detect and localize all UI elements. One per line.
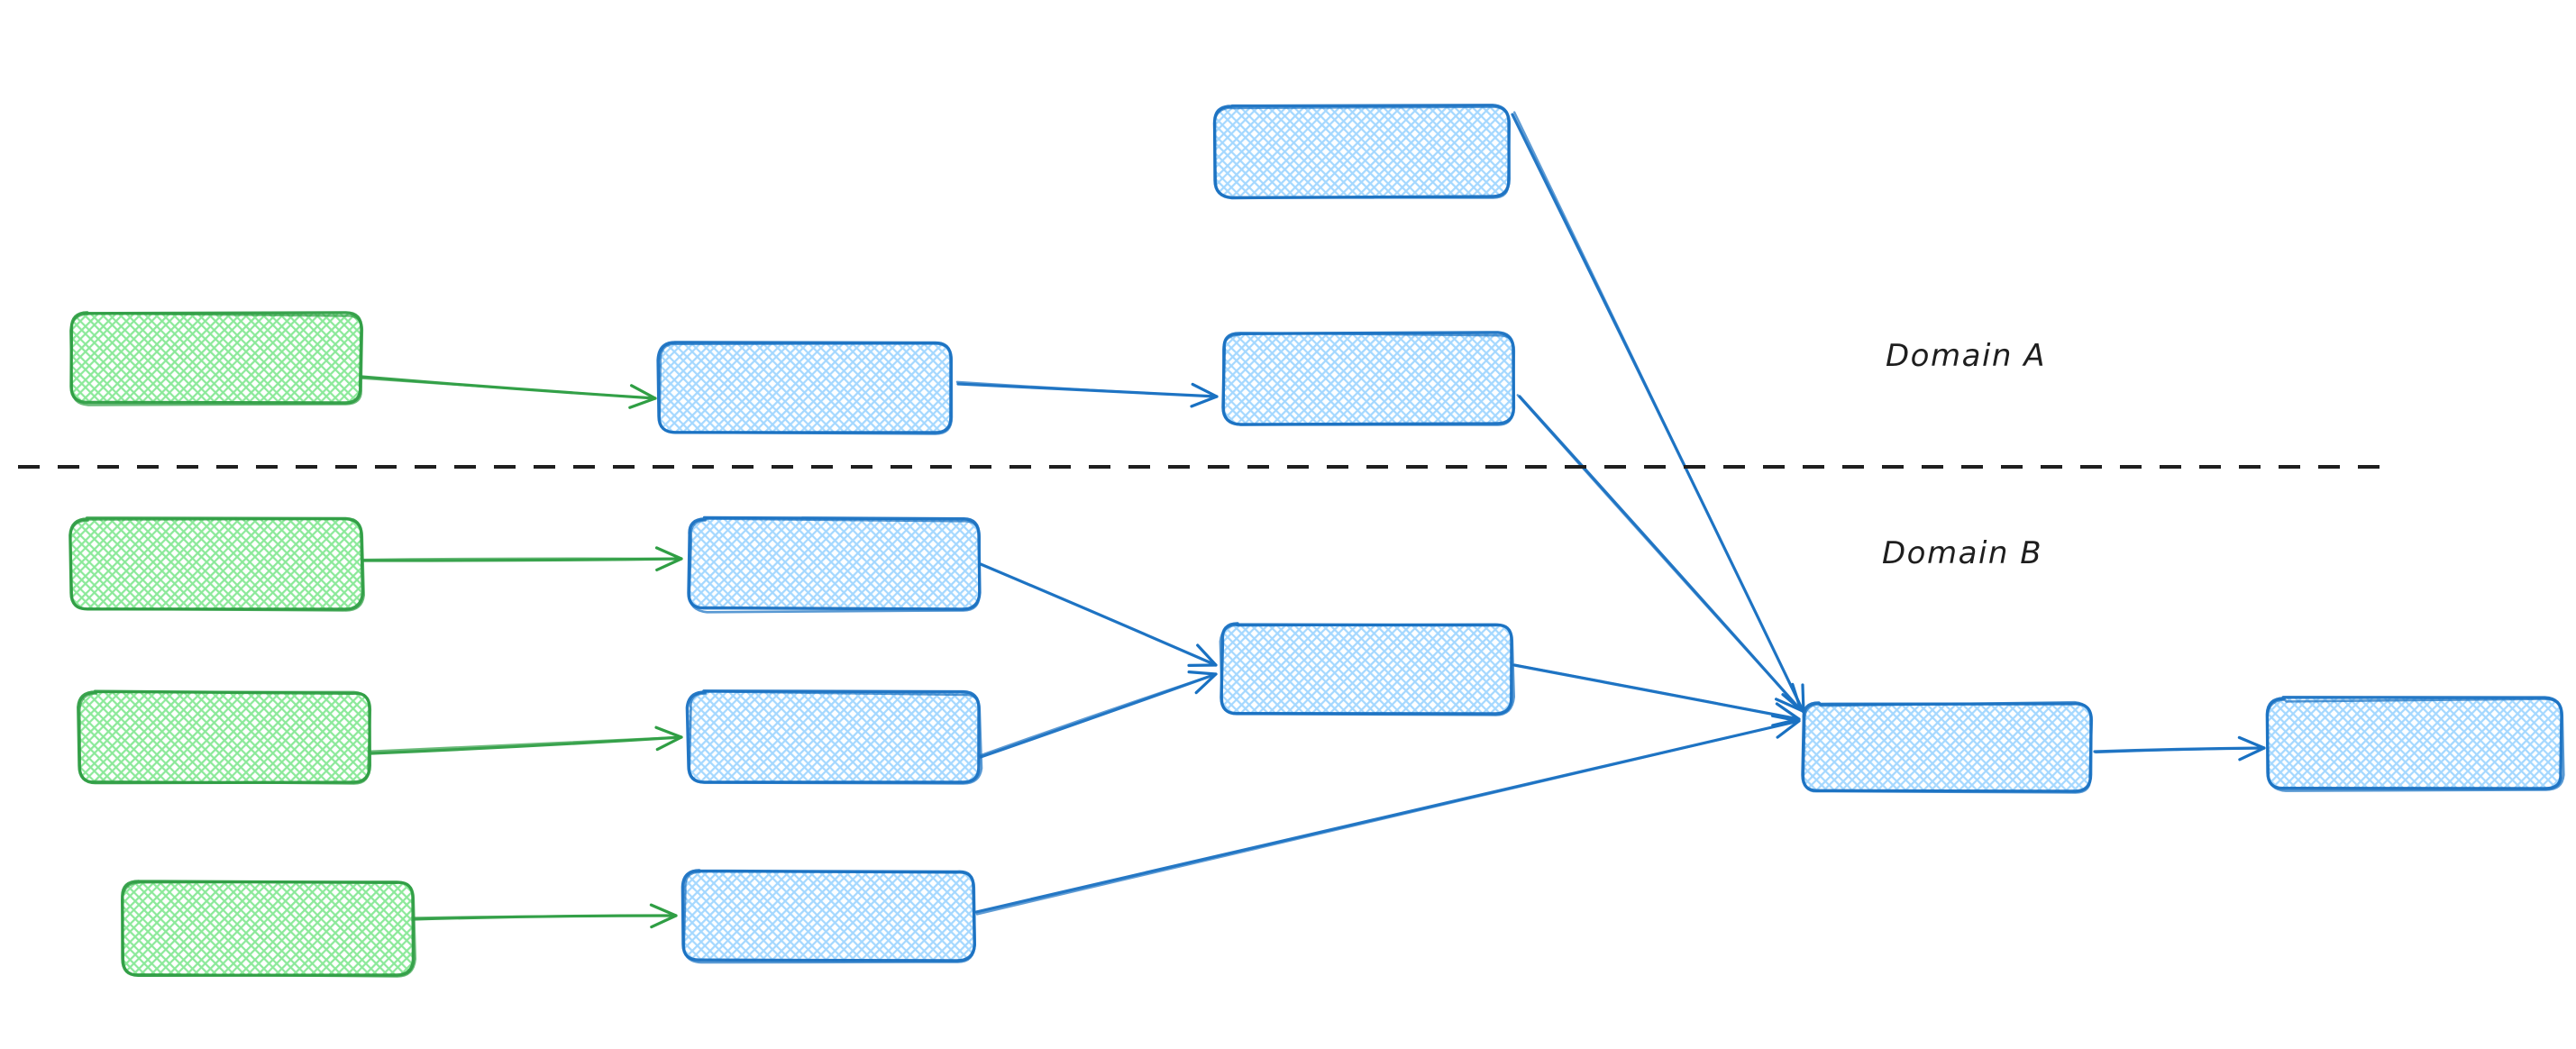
edge-b-green-1-to-b-blue-1 [361,546,683,571]
edge-a-blue-right-to-b-blue-hub [1516,394,1803,712]
node-b-green-1[interactable] [69,516,365,612]
edge-a-blue-mid-to-a-blue-right [955,380,1219,408]
edge-a-blue-top-to-b-blue-hub [1511,111,1805,714]
node-b-blue-last[interactable] [2265,696,2565,792]
node-b-blue-1[interactable] [687,515,982,614]
edge-b-blue-2-to-b-blue-mid [979,670,1218,759]
nodes-layer [69,104,2565,978]
node-b-green-3[interactable] [121,880,416,978]
edge-b-blue-3-to-b-blue-hub [974,714,1801,916]
node-a-blue-right[interactable] [1221,331,1516,426]
node-b-green-2[interactable] [77,689,372,785]
edge-b-blue-1-to-b-blue-mid [979,562,1218,667]
edge-b-blue-mid-to-b-blue-hub [1512,663,1801,727]
node-b-blue-hub[interactable] [1801,700,2094,794]
edge-b-green-3-to-b-blue-3 [411,903,678,929]
node-a-green-1[interactable] [69,311,364,406]
edge-b-green-2-to-b-blue-2 [370,725,683,755]
domain-a-label: Domain A [1886,338,2046,374]
edge-a-green-1-to-a-blue-mid [359,375,657,409]
node-a-blue-top[interactable] [1212,104,1512,200]
domain-b-label: Domain B [1882,535,2043,571]
node-b-blue-2[interactable] [685,689,983,785]
node-b-blue-mid[interactable] [1219,622,1515,716]
node-b-blue-3[interactable] [681,869,976,964]
edges-layer [359,111,2266,929]
node-a-blue-mid[interactable] [656,341,954,435]
edge-b-blue-hub-to-b-blue-last [2093,735,2266,762]
